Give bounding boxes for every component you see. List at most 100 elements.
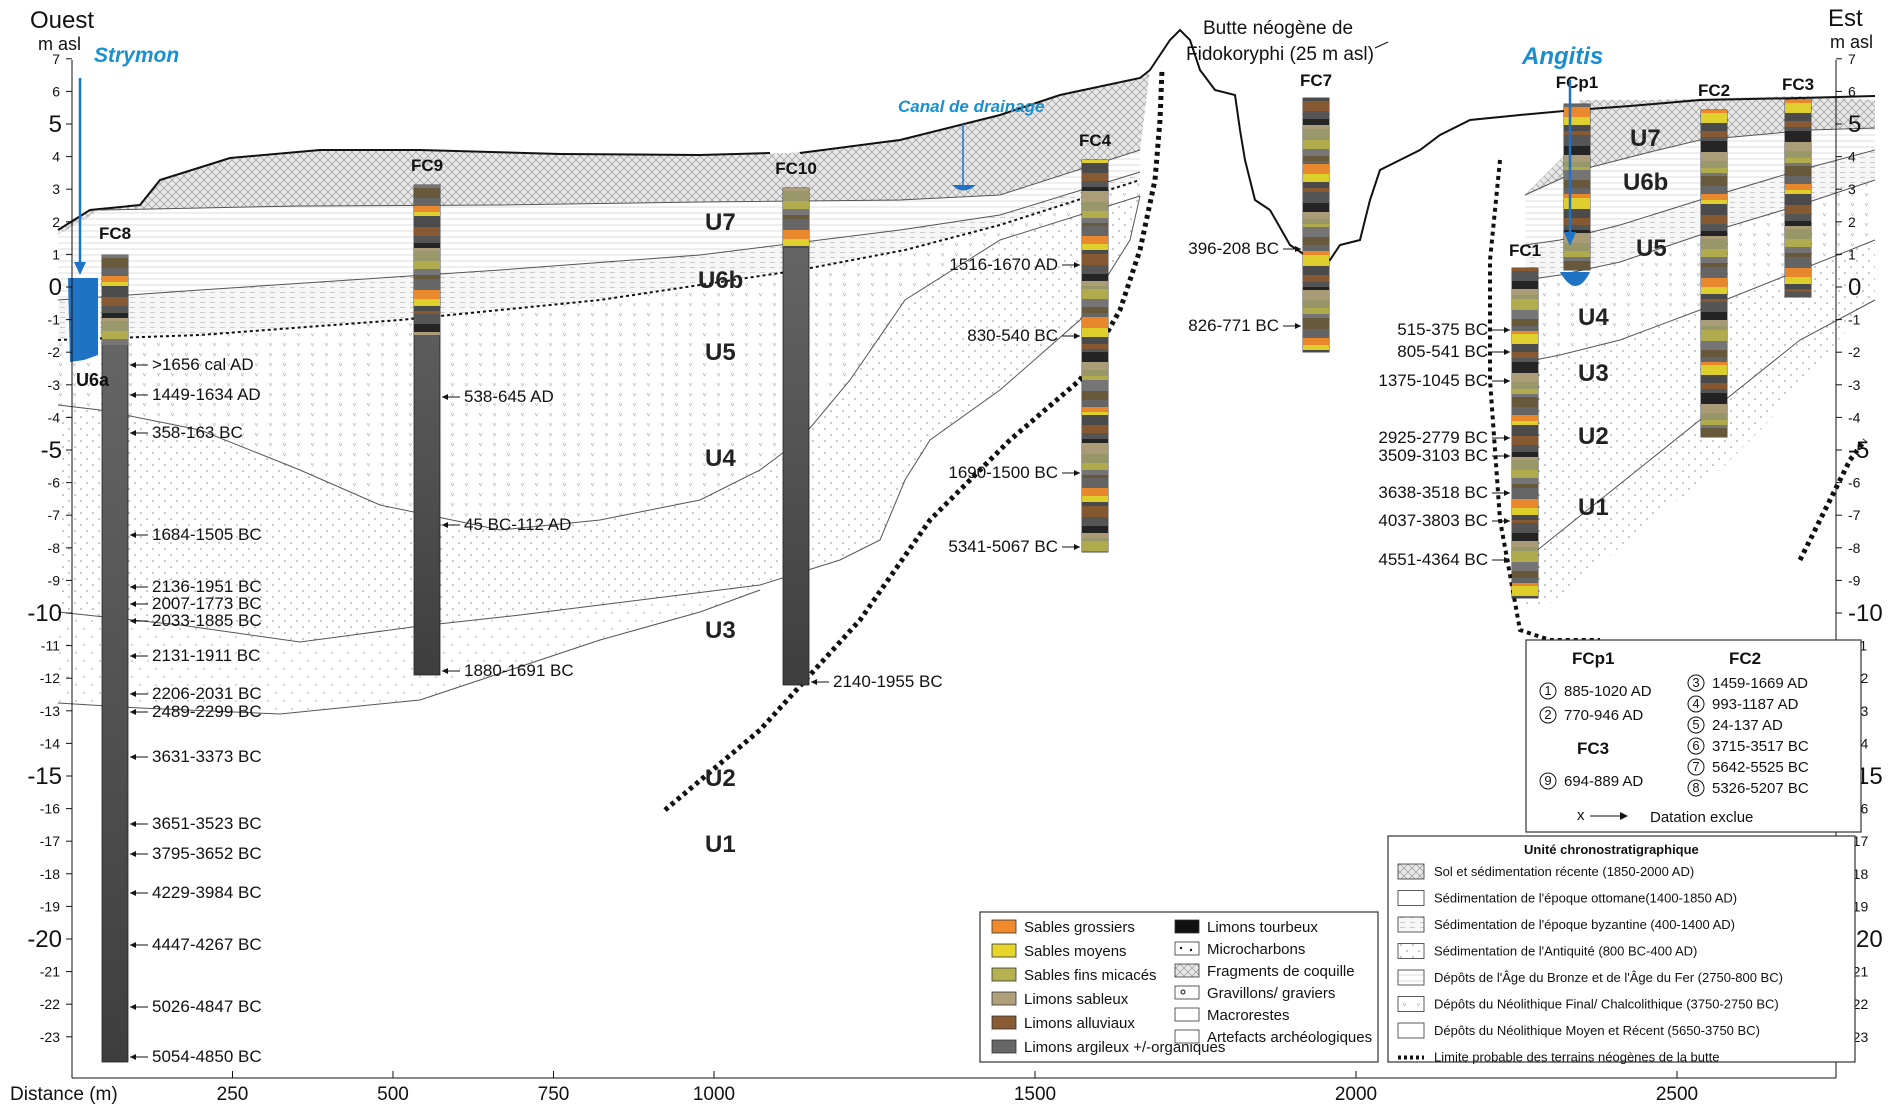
unit-label-u3: U3 bbox=[705, 617, 736, 644]
unit-label-u1-east: U1 bbox=[1578, 494, 1609, 521]
unit-u2u1-east bbox=[1525, 240, 1875, 610]
chrono-label: Sédimentation de l'époque byzantine (400… bbox=[1434, 917, 1735, 932]
excluded-marker: x bbox=[1577, 807, 1585, 824]
butte-label-line1: Butte néogène de bbox=[1203, 18, 1353, 39]
dating-number: 7 bbox=[1692, 759, 1699, 774]
date-label: 515-375 BC bbox=[1397, 320, 1488, 339]
dating-number-badge bbox=[1539, 682, 1557, 700]
strymon-label: Strymon bbox=[94, 44, 179, 67]
lithology-swatch bbox=[1174, 1007, 1200, 1022]
dating-number: 4 bbox=[1692, 696, 1699, 711]
dating-number: 9 bbox=[1544, 773, 1551, 788]
core-label: FC4 bbox=[1079, 131, 1112, 150]
y-tick-left: -20 bbox=[27, 926, 62, 953]
y-tick-left: -8 bbox=[48, 540, 61, 556]
core-label: FC10 bbox=[775, 159, 817, 178]
dating-number-badge bbox=[1687, 758, 1705, 776]
y-tick-right: -3 bbox=[1848, 377, 1861, 393]
y-tick-left: 7 bbox=[52, 51, 60, 67]
date-label: 2925-2779 BC bbox=[1378, 428, 1488, 447]
date-label: 1880-1691 BC bbox=[464, 661, 574, 680]
excluded-label: Datation exclue bbox=[1650, 809, 1753, 826]
dating-number-badge bbox=[1539, 706, 1557, 724]
core-fc1: FC1 bbox=[1509, 241, 1541, 599]
unit-u6b-fill bbox=[58, 150, 1140, 300]
y-tick-right: -10 bbox=[1848, 600, 1883, 627]
unit-u2-fill bbox=[58, 196, 1140, 642]
y-tick-left: -15 bbox=[27, 763, 62, 790]
chrono-swatch bbox=[1397, 969, 1425, 986]
x-tick-label: 1500 bbox=[1014, 1084, 1056, 1105]
y-tick-left: -16 bbox=[40, 801, 60, 817]
y-tick-left: 5 bbox=[49, 111, 62, 138]
dating-range: 694-889 AD bbox=[1564, 773, 1643, 790]
lithology-label: Sables moyens bbox=[1024, 943, 1127, 960]
lithology-swatch bbox=[1174, 919, 1200, 934]
dating-number-badge bbox=[1687, 737, 1705, 755]
chrono-label: Sédimentation de l'Antiquité (800 BC-400… bbox=[1434, 944, 1697, 959]
date-label: 396-208 BC bbox=[1188, 239, 1279, 258]
chrono-label: Sédimentation de l'époque ottomane(1400-… bbox=[1434, 891, 1737, 906]
date-label: 538-645 AD bbox=[464, 387, 554, 406]
date-label: 3638-3518 BC bbox=[1378, 483, 1488, 502]
y-tick-left: -14 bbox=[40, 735, 60, 751]
date-label: 1684-1505 BC bbox=[152, 525, 262, 544]
water-bodies bbox=[68, 185, 1590, 362]
east-label: Est bbox=[1828, 5, 1863, 32]
date-label: 4551-4364 BC bbox=[1378, 550, 1488, 569]
date-label: 2007-1773 BC bbox=[152, 594, 262, 613]
unit-u7-fill bbox=[58, 70, 1150, 235]
date-label: 2131-1911 BC bbox=[152, 646, 260, 665]
dating-number: 1 bbox=[1544, 683, 1551, 698]
y-tick-left: -9 bbox=[48, 572, 61, 588]
y-tick-right: -7 bbox=[1848, 507, 1861, 523]
dating-range: 5642-5525 BC bbox=[1712, 759, 1809, 776]
chrono-label: Dépôts de l'Âge du Bronze et de l'Âge du… bbox=[1434, 970, 1783, 985]
date-label: 830-540 BC bbox=[967, 326, 1058, 345]
y-tick-left: -21 bbox=[40, 964, 60, 980]
y-tick-right: 6 bbox=[1848, 83, 1856, 99]
x-tick-label: 1000 bbox=[693, 1084, 735, 1105]
dating-number-badge bbox=[1687, 674, 1705, 692]
strymon-water bbox=[68, 278, 98, 362]
chrono-label: Sol et sédimentation récente (1850-2000 … bbox=[1434, 864, 1694, 879]
y-tick-left: -5 bbox=[41, 437, 62, 464]
dating-range: 3715-3517 BC bbox=[1712, 738, 1809, 755]
unit-left-label: m asl bbox=[38, 34, 81, 54]
x-tick-label: 500 bbox=[377, 1084, 409, 1105]
y-tick-left: -12 bbox=[40, 670, 60, 686]
y-tick-left: -19 bbox=[40, 898, 60, 914]
lithology-label: Gravillons/ graviers bbox=[1207, 985, 1335, 1002]
y-tick-left: -13 bbox=[40, 703, 60, 719]
core-fc10: FC10 bbox=[775, 159, 817, 686]
y-tick-right: 7 bbox=[1848, 51, 1856, 67]
chrono-label: Dépôts du Néolithique Moyen et Récent (5… bbox=[1434, 1023, 1760, 1038]
y-tick-left: -7 bbox=[48, 507, 61, 523]
y-tick-right: -9 bbox=[1848, 572, 1861, 588]
x-tick-label: 2500 bbox=[1656, 1084, 1698, 1105]
y-tick-right: 2 bbox=[1848, 214, 1856, 230]
lithology-label: Artefacts archéologiques bbox=[1207, 1029, 1372, 1046]
date-label: 3651-3523 BC bbox=[152, 814, 262, 833]
unit-label-u2-east: U2 bbox=[1578, 423, 1609, 450]
dating-number: 6 bbox=[1692, 738, 1699, 753]
unit-label-u2: U2 bbox=[705, 765, 736, 792]
unit-label-u6b-east: U6b bbox=[1623, 169, 1668, 196]
dating-number-badge bbox=[1539, 772, 1557, 790]
lithology-label: Limons tourbeux bbox=[1207, 919, 1318, 936]
lithology-label: Limons alluviaux bbox=[1024, 1015, 1135, 1032]
unit-u1-fill bbox=[58, 585, 760, 714]
dating-number-badge bbox=[1687, 716, 1705, 734]
unit-label-u5-east: U5 bbox=[1636, 235, 1667, 262]
unit-right-label: m asl bbox=[1830, 32, 1873, 52]
chrono-swatch bbox=[1397, 996, 1425, 1012]
date-label: 4229-3984 BC bbox=[152, 883, 262, 902]
x-tick-label: 2000 bbox=[1335, 1084, 1377, 1105]
y-tick-left: -11 bbox=[41, 638, 60, 654]
lithology-swatch bbox=[991, 1015, 1017, 1030]
date-label: 4447-4267 BC bbox=[152, 935, 262, 954]
core-fcp1: FCp1 bbox=[1556, 73, 1598, 271]
